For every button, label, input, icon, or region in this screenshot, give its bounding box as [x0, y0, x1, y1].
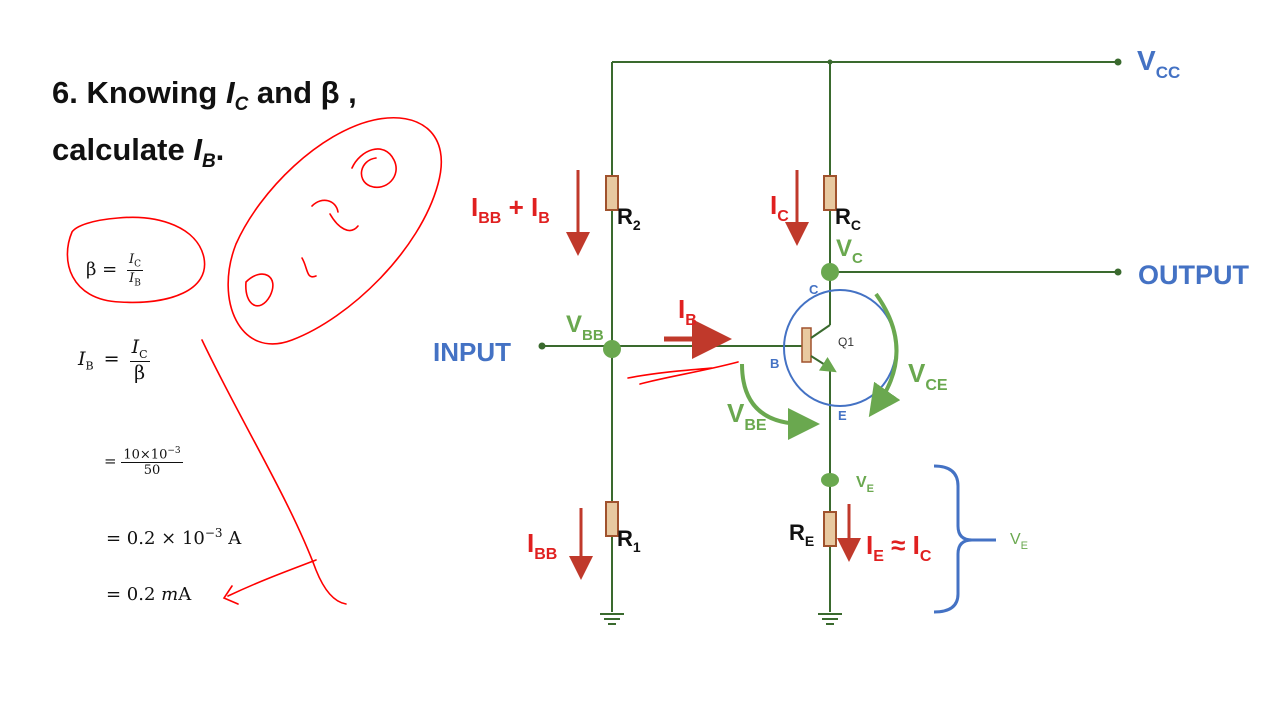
ib-label: IB: [678, 294, 697, 329]
title-line-2: calculate IB.: [52, 132, 225, 173]
large-loop-annotation: [227, 116, 443, 345]
vce-arrow: [868, 292, 901, 418]
ground-right: [818, 613, 842, 625]
current-arrows: [566, 170, 861, 580]
rc-label: RC: [835, 204, 861, 233]
r1-label: R1: [617, 526, 641, 555]
base-scribble-annotation: [627, 361, 739, 385]
title-text: 6. Knowing: [52, 75, 226, 110]
vce-label: VCE: [908, 358, 948, 394]
junction-dot: [827, 59, 833, 65]
ve-brace: [933, 464, 973, 614]
transistor-base-bar: [801, 327, 812, 363]
handwritten-annotations: [66, 116, 739, 605]
ground-left: [600, 613, 624, 625]
ibb-label: IBB: [527, 528, 557, 563]
ve-node: [821, 473, 839, 487]
beta-circle-annotation: [66, 216, 206, 304]
resistor-r2: [605, 175, 619, 211]
q1-label: Q1: [838, 335, 854, 349]
title-line-1: 6. Knowing IC and β ,: [52, 75, 357, 116]
scribble-annotation-2: [311, 199, 359, 232]
ve-brace-label: VE: [1010, 531, 1028, 552]
pin-b-label: B: [770, 356, 779, 371]
pin-e-label: E: [838, 408, 847, 423]
ibb-plus-ib-label: IBB + IB: [471, 192, 550, 227]
arrow-to-answer-annotation: [222, 559, 317, 605]
output-terminal: [1114, 268, 1122, 276]
ve-node-label: VE: [856, 474, 874, 495]
ic-symbol: IC: [225, 75, 249, 116]
resistor-rc: [823, 175, 837, 211]
resistor-re: [823, 511, 837, 547]
vbe-label: VBE: [727, 398, 767, 434]
scribble-annotation: [351, 148, 397, 189]
vcc-label: VCC: [1137, 45, 1180, 82]
ic-label: IC: [770, 190, 789, 225]
beta-equation: β = IC IB: [86, 252, 143, 289]
ib-symbol: IB: [193, 132, 216, 173]
vc-label: VC: [836, 235, 863, 267]
re-label: RE: [789, 520, 814, 549]
r2-label: R2: [617, 204, 641, 233]
input-terminal: [538, 342, 546, 350]
beta-symbol: β: [320, 75, 340, 110]
input-label: INPUT: [433, 337, 511, 367]
ib-equation: IB = IC β: [78, 336, 150, 384]
ie-approx-ic-label: IE ≈ IC: [866, 530, 932, 565]
step-3-equation: = 0.2 mA: [106, 584, 192, 605]
output-label: OUTPUT: [1138, 260, 1250, 290]
vcc-terminal: [1114, 58, 1122, 66]
step-1-equation: = 10×10−3 50: [104, 446, 183, 479]
vc-node: [821, 263, 839, 281]
vbb-node: [603, 340, 621, 358]
step-2-equation: = 0.2 × 10−3 A: [106, 526, 242, 549]
scribble-annotation-4: [301, 257, 317, 278]
resistor-r1: [605, 501, 619, 537]
pin-c-label: C: [809, 282, 819, 297]
vbe-arrow: [740, 363, 820, 440]
vbb-label: VBB: [566, 311, 604, 344]
pointer-line-annotation: [201, 339, 347, 605]
slide-title: 6. Knowing IC and β , calculate IB.: [52, 70, 357, 184]
scribble-annotation-3: [245, 273, 274, 307]
